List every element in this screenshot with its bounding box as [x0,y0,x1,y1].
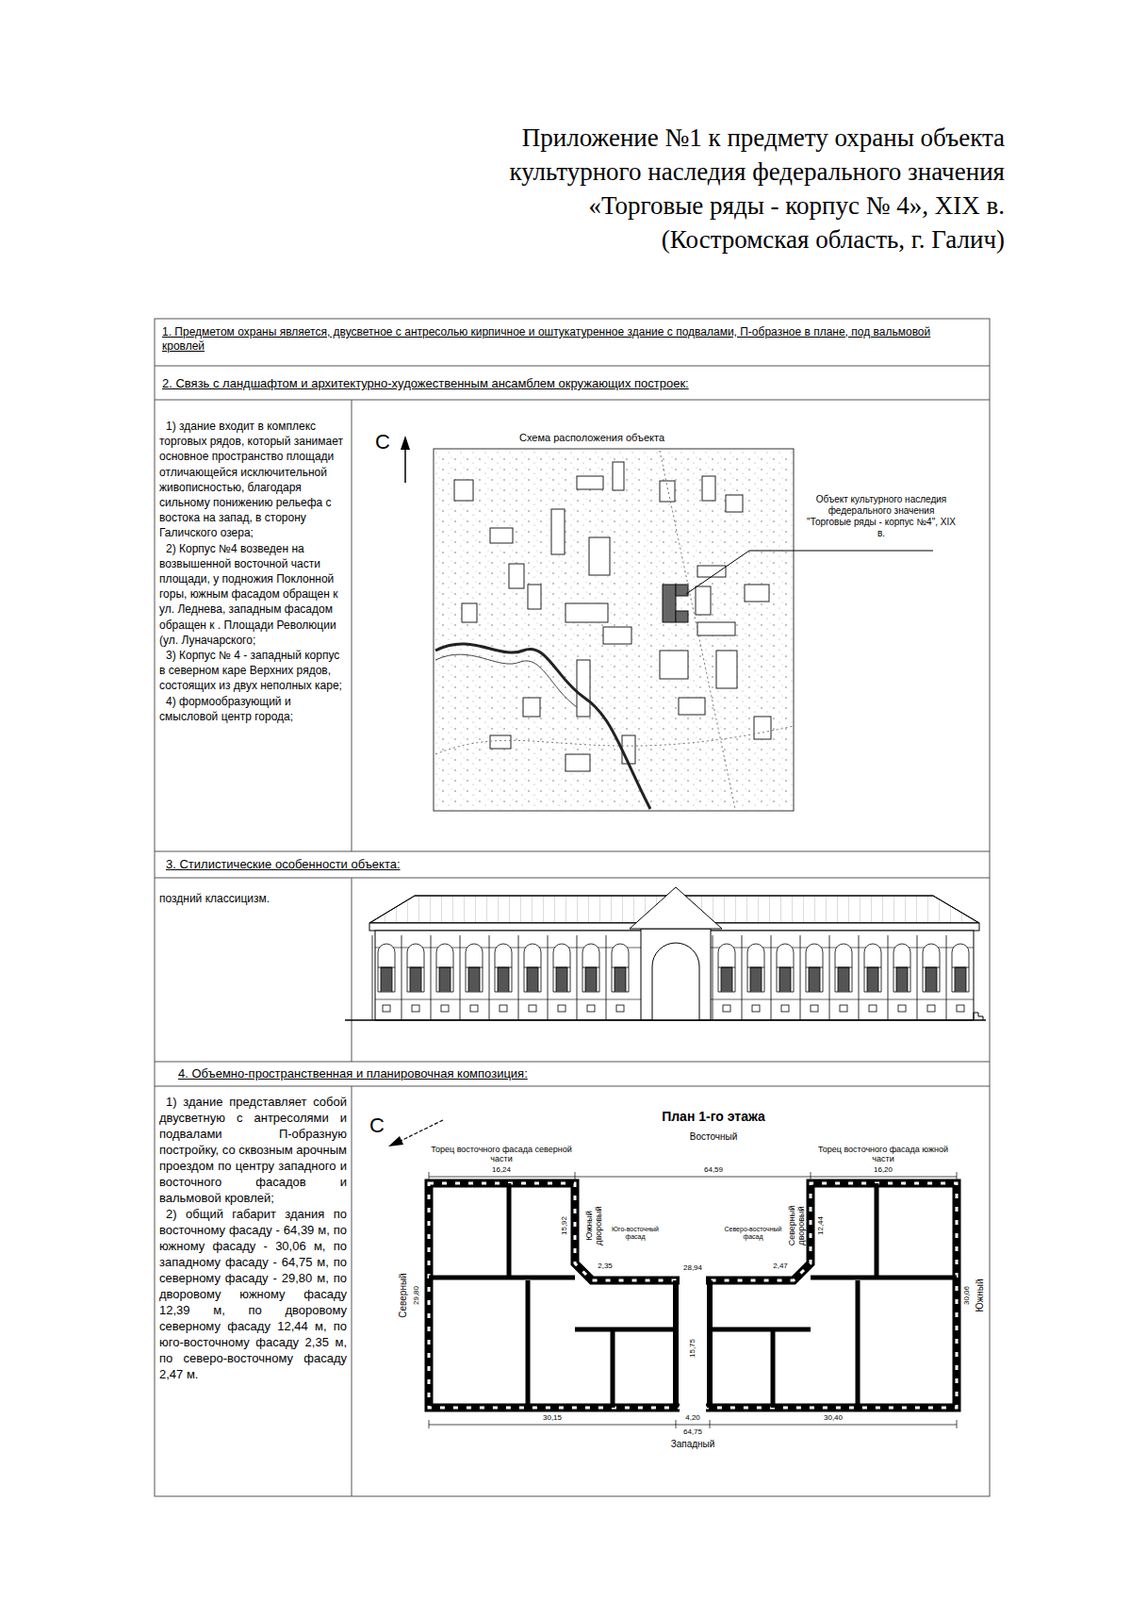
section-heading: 2. Связь с ландшафтом и архитектурно-худ… [162,376,973,392]
site-map [433,448,794,811]
dimension: 2,47 [769,1261,792,1271]
section-heading: 4. Объемно-пространственная и планировоч… [178,1065,895,1082]
dimension: 29,80 [411,1276,422,1314]
dimension: 15,75 [688,1328,698,1367]
dimension: 2,35 [593,1261,617,1271]
dimension: 30,15 [533,1412,572,1423]
facade-name: Северный [397,1257,410,1333]
facade-name: Северо-восточный фасад [723,1225,783,1241]
facade-name: Южный дворовый [584,1201,604,1249]
facade-name: Южный [974,1266,986,1324]
leader-line [686,550,934,594]
table-grid [154,318,990,1496]
facade-name: Восточный [656,1131,771,1143]
dimension: 28,94 [673,1262,712,1273]
facade-name: Западный [645,1438,740,1450]
list-item: 2) общий габарит здания по восточному фа… [159,1205,347,1382]
list-item: 4) формообразующий и смысловой центр гор… [159,693,348,724]
facade-name: Торец восточного фасада северной части [426,1144,577,1164]
callout-text: Объект культурного наследия федерального… [805,493,957,540]
north-letter: С [369,1113,394,1138]
north-letter: С [375,429,400,455]
section-text: 1. Предметом охраны является, двусветное… [162,325,973,354]
dimension: 12,44 [816,1206,826,1245]
map-title: Схема расположения объекта [450,431,734,444]
dimension: 64,59 [694,1164,733,1175]
dimension: 64,75 [673,1426,712,1437]
style-text: поздний классицизм. [159,891,348,906]
list-item: 1) здание входит в комплекс торговых ряд… [159,418,348,541]
dimension: 16,24 [482,1164,521,1175]
plan-north-arrow [388,1119,443,1147]
list-item: 1) здание представляет собой двусветную … [159,1093,347,1206]
list-item: 3) Корпус № 4 - западный корпус в северн… [159,647,348,694]
plan-title: План 1-го этажа [609,1108,818,1125]
dimension: 16,20 [864,1164,902,1175]
page-heading: Приложение №1 к предмету охраны объекта … [458,120,1005,257]
dimension: 30,06 [962,1276,972,1314]
dimension: 30,40 [814,1412,853,1423]
dimension: 15,92 [559,1206,570,1245]
dimension: 4,20 [673,1412,712,1423]
facade-name: Северный дворовый [786,1198,806,1252]
facade-drawing [344,886,986,1020]
floor-plan [428,1171,957,1428]
facade-name: Торец восточного фасада южной части [807,1144,959,1164]
list-item: 2) Корпус №4 возведен на возвышенной вос… [159,540,348,648]
north-arrow [400,435,410,483]
section-heading: 3. Стилистические особенности объекта: [165,856,826,872]
facade-name: Юго-восточный фасад [607,1225,663,1241]
